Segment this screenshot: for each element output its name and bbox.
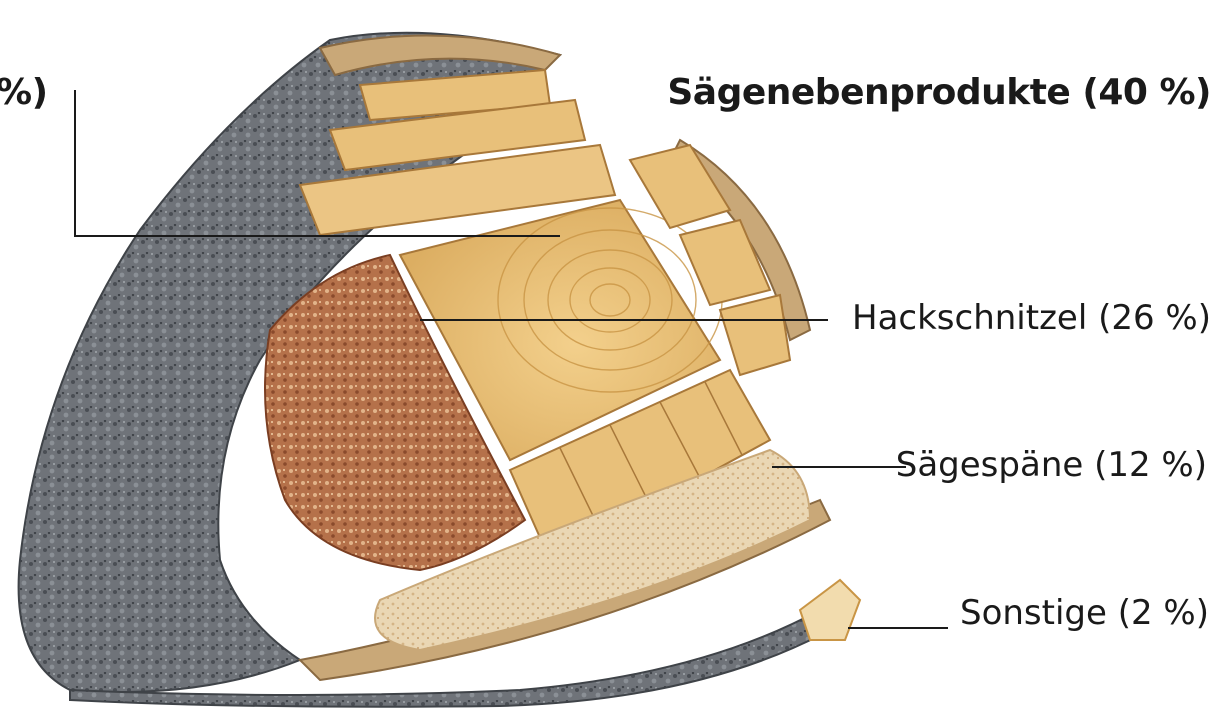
label-byproducts: Sägenebenprodukte (40 %) bbox=[667, 72, 1211, 113]
label-other: Sonstige (2 %) bbox=[960, 593, 1209, 633]
label-wood-chips: Hackschnitzel (26 %) bbox=[852, 298, 1211, 338]
label-partial-left: %) bbox=[0, 72, 48, 113]
plank-right-1 bbox=[630, 145, 730, 228]
plank-right-3 bbox=[720, 295, 790, 375]
label-sawdust: Sägespäne (12 %) bbox=[896, 445, 1207, 485]
misc-pieces bbox=[800, 580, 860, 640]
